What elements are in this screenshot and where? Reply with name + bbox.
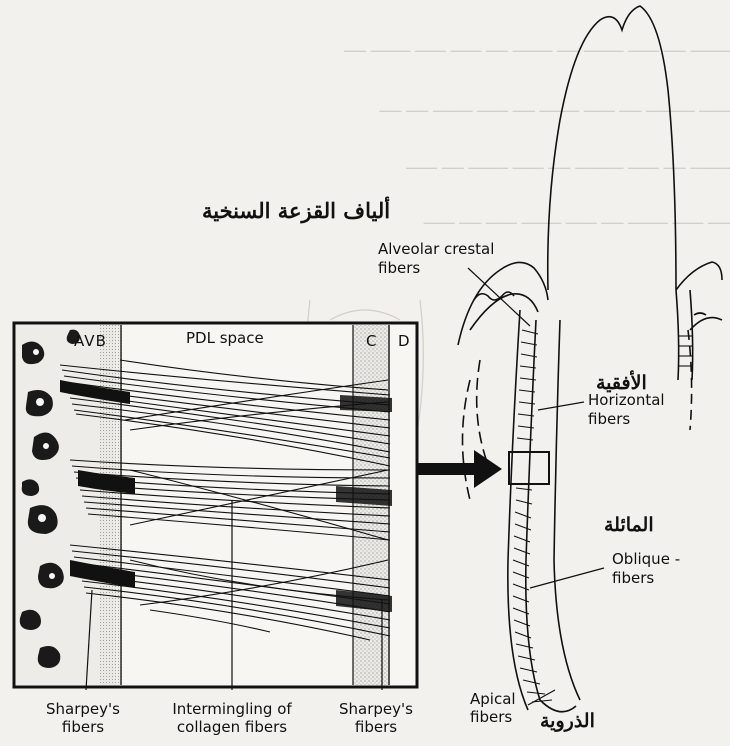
pdl-inset-box xyxy=(14,323,417,690)
intermingling-collagen-label: Intermingling of collagen fibers xyxy=(172,700,291,736)
horizontal-fibers-label: Horizontal fibers xyxy=(588,391,665,429)
apical-fibers-label: Apical fibers xyxy=(470,690,516,726)
alveolar-crestal-fibers-label: Alveolar crestal fibers xyxy=(378,240,494,278)
oblique-fibers-label: Oblique - fibers xyxy=(612,550,680,588)
dentin-label: D xyxy=(398,333,410,350)
arabic-alveolar-crestal-label: ألياف القزعة السنخية xyxy=(202,198,390,223)
cementum-label: C xyxy=(366,333,376,350)
sharpey-fibers-right-label: Sharpey's fibers xyxy=(339,700,413,736)
arabic-horizontal-label: الأفقية xyxy=(596,372,647,394)
arabic-oblique-label: المائلة xyxy=(604,514,654,536)
sharpey-fibers-left-label: Sharpey's fibers xyxy=(46,700,120,736)
avb-label: AVB xyxy=(74,333,107,350)
arabic-apical-label: الذروية xyxy=(540,710,595,732)
tooth-drawing xyxy=(458,6,722,712)
pdl-space-label: PDL space xyxy=(186,330,264,347)
